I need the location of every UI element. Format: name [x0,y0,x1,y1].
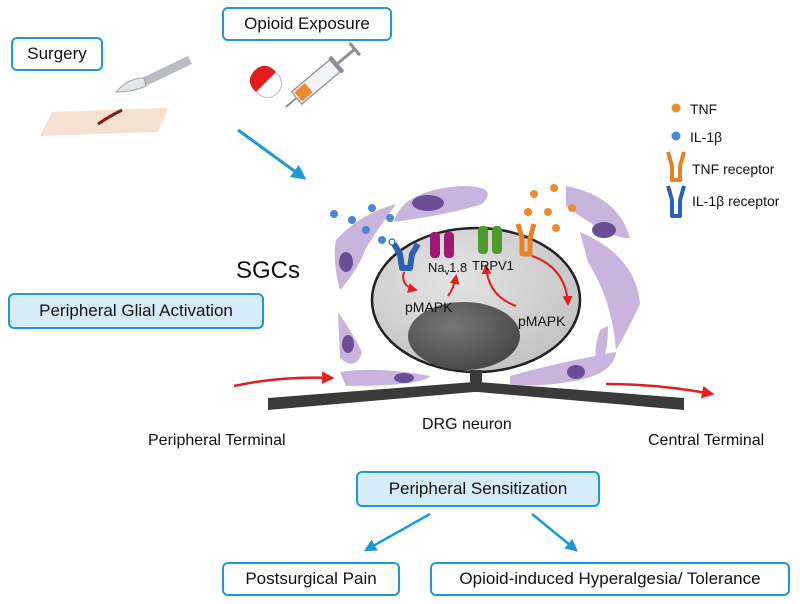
tnf-signal-arrow [531,255,573,306]
exposure-arrow [237,128,307,180]
skin-incision-icon [40,108,168,136]
legend-label: TNF receptor [692,161,775,177]
sgcs-label: SGCs [236,257,300,284]
pmapk-left-label: pMAPK [405,299,453,315]
legend: TNF IL-1β TNF receptor IL-1β receptor [666,101,780,218]
il1b-molecules [330,204,394,244]
il1b-signal-arrow [402,271,418,293]
opioid-hyperalgesia-box: Opioid-induced Hyperalgesia/ Tolerance [430,562,790,596]
postsurgical-pain-box: Postsurgical Pain [222,562,400,596]
il1b-receptor [388,238,421,271]
legend-label: IL-1β [690,129,722,145]
nav18-label: Nav1.8 [428,260,467,277]
tnf-dot-icon [671,103,681,113]
drg-nucleus [408,302,520,370]
opioid-exposure-box: Opioid Exposure [222,7,392,41]
peripheral-sensitization-box: Peripheral Sensitization [356,471,600,507]
drg-neuron-label: DRG neuron [422,416,512,433]
nav18-channel [430,232,454,258]
central-terminal-label: Central Terminal [648,432,765,449]
hyperalgesia-arrow [531,513,578,552]
pill-capsule-icon [249,65,282,98]
il1b-receptor-icon [666,185,686,218]
trpv1-channel [478,226,502,254]
legend-label: IL-1β receptor [692,193,780,209]
satellite-glial-cells [334,186,640,386]
peripheral-glial-activation-box: Peripheral Glial Activation [8,293,264,329]
trpv1-label: TRPV1 [472,258,514,273]
syringe-icon [285,42,362,108]
tnf-molecules [524,184,576,232]
il1b-dot-icon [671,131,681,141]
central-signal-arrow [605,382,715,399]
pmapk-right-label: pMAPK [518,313,566,329]
scalpel-icon [114,56,192,93]
peripheral-terminal-label: Peripheral Terminal [148,432,286,449]
pmapk-to-trpv1-arrow [481,264,517,307]
peripheral-signal-arrow [233,371,335,388]
tnf-receptor-icon [666,151,686,182]
legend-label: TNF [690,101,717,117]
pain-arrow [363,512,431,552]
surgery-box: Surgery [11,37,103,71]
pmapk-to-nav-arrow [447,274,460,297]
tnf-receptor [515,223,537,257]
axon [268,382,684,410]
